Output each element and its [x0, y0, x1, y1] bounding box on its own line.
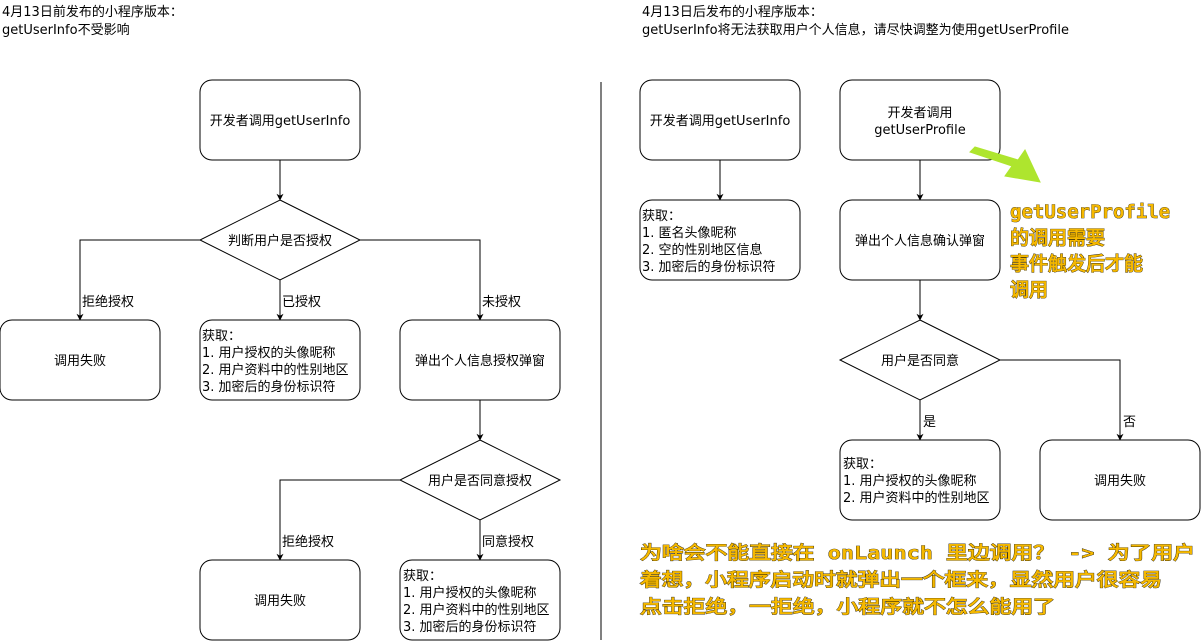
edge-decision-reject: [76, 239, 200, 321]
node-right-obtain-profile-line2: 2. 用户资料中的性别地区: [843, 490, 990, 506]
profile-note-line1: 的调用需要: [1010, 226, 1105, 249]
node-left-popup-label: 弹出个人信息授权弹窗: [415, 353, 545, 369]
node-left-start-label: 开发者调用getUserInfo: [210, 113, 351, 129]
node-right-fail: 调用失败: [1039, 439, 1201, 521]
node-left-obtain-2-line0: 获取：: [403, 569, 442, 584]
node-left-obtain-2: 获取： 1. 用户授权的头像昵称 2. 用户资料中的性别地区 3. 加密后的身份…: [399, 559, 561, 641]
edge-label-reject-2: 拒绝授权: [282, 534, 334, 550]
launch-note-line0: 为啥会不能直接在 onLaunch 里边调用？ -> 为了用户: [640, 542, 1195, 564]
node-right-start-profile-line1: getUserProfile: [874, 123, 965, 138]
node-left-decision-agree: 用户是否同意授权: [398, 439, 562, 521]
edge-label-unauthorized: 未授权: [482, 294, 521, 310]
edge-decision-unauthorized: [360, 239, 484, 321]
node-right-obtain-profile-line0: 获取：: [843, 457, 882, 472]
node-right-obtain-info-line2: 2. 空的性别地区信息: [642, 242, 763, 258]
edge-decision-no: [1000, 359, 1124, 441]
node-left-obtain-2-line2: 2. 用户资料中的性别地区: [403, 602, 550, 618]
edge-label-no: 否: [1123, 415, 1136, 430]
edge-agree-reject: [276, 479, 400, 561]
profile-note-line0: getUserProfile: [1010, 201, 1170, 223]
left-caption-line2: getUserInfo不受影响: [2, 22, 130, 38]
pointer-arrow-icon: [969, 146, 1041, 183]
node-left-fail-2-label: 调用失败: [254, 594, 306, 609]
node-left-obtain-2-line1: 1. 用户授权的头像昵称: [403, 585, 537, 601]
node-right-obtain-info-line3: 3. 加密后的身份标识符: [642, 259, 776, 275]
edge-label-yes: 是: [923, 415, 936, 430]
right-caption-line1: 4月13日后发布的小程序版本：: [642, 4, 823, 20]
node-left-fail-1-label: 调用失败: [54, 354, 106, 369]
node-right-popup-label: 弹出个人信息确认弹窗: [855, 233, 985, 249]
launch-note: 为啥会不能直接在 onLaunch 里边调用？ -> 为了用户 着想，小程序启动…: [638, 542, 1195, 619]
node-right-obtain-info-line1: 1. 匿名头像昵称: [642, 225, 737, 241]
profile-note: getUserProfile 的调用需要 事件触发后才能 调用: [1010, 201, 1171, 302]
edge-label-agree: 同意授权: [482, 534, 534, 550]
node-right-start-info: 开发者调用getUserInfo: [639, 79, 801, 161]
left-caption-line1: 4月13日前发布的小程序版本：: [2, 4, 183, 20]
edge-label-reject: 拒绝授权: [82, 294, 134, 310]
node-right-obtain-profile-line1: 1. 用户授权的头像昵称: [843, 473, 977, 489]
node-left-obtain-1-line1: 1. 用户授权的头像昵称: [202, 345, 336, 361]
profile-note-line3: 调用: [1010, 279, 1048, 301]
node-left-obtain-1: 获取： 1. 用户授权的头像昵称 2. 用户资料中的性别地区 3. 加密后的身份…: [199, 319, 361, 401]
node-right-start-profile: 开发者调用 getUserProfile: [839, 79, 1001, 161]
node-right-decision: 用户是否同意: [838, 319, 1002, 401]
node-left-decision-auth: 判断用户是否授权: [198, 199, 362, 281]
node-left-decision-auth-label: 判断用户是否授权: [228, 233, 332, 249]
node-left-fail-1: 调用失败: [0, 319, 161, 401]
launch-note-line2: 点击拒绝，一拒绝，小程序就不怎么能用了: [640, 596, 1055, 618]
node-right-obtain-info-line0: 获取：: [642, 209, 681, 224]
node-left-obtain-1-line3: 3. 加密后的身份标识符: [202, 379, 336, 395]
node-left-obtain-1-line2: 2. 用户资料中的性别地区: [202, 362, 349, 378]
launch-note-line1: 着想，小程序启动时就弹出一个框来，显然用户很容易: [639, 569, 1162, 591]
node-left-decision-agree-label: 用户是否同意授权: [428, 473, 532, 489]
node-right-start-info-label: 开发者调用getUserInfo: [650, 113, 791, 129]
node-right-obtain-profile: 获取： 1. 用户授权的头像昵称 2. 用户资料中的性别地区: [839, 439, 1001, 521]
node-left-fail-2: 调用失败: [199, 559, 361, 641]
node-left-obtain-2-line3: 3. 加密后的身份标识符: [403, 619, 537, 635]
node-right-fail-label: 调用失败: [1094, 474, 1146, 489]
node-right-decision-label: 用户是否同意: [881, 353, 959, 369]
right-caption-line2: getUserInfo将无法获取用户个人信息，请尽快调整为使用getUserPr…: [642, 22, 1069, 38]
node-right-obtain-info: 获取： 1. 匿名头像昵称 2. 空的性别地区信息 3. 加密后的身份标识符: [639, 199, 801, 281]
profile-note-line2: 事件触发后才能: [1010, 252, 1143, 275]
node-left-start: 开发者调用getUserInfo: [199, 79, 361, 161]
node-left-obtain-1-line0: 获取：: [202, 329, 241, 344]
node-right-start-profile-line0: 开发者调用: [887, 105, 952, 121]
node-right-popup: 弹出个人信息确认弹窗: [839, 199, 1001, 281]
node-left-popup: 弹出个人信息授权弹窗: [399, 319, 561, 401]
edge-label-authorized: 已授权: [282, 294, 321, 310]
